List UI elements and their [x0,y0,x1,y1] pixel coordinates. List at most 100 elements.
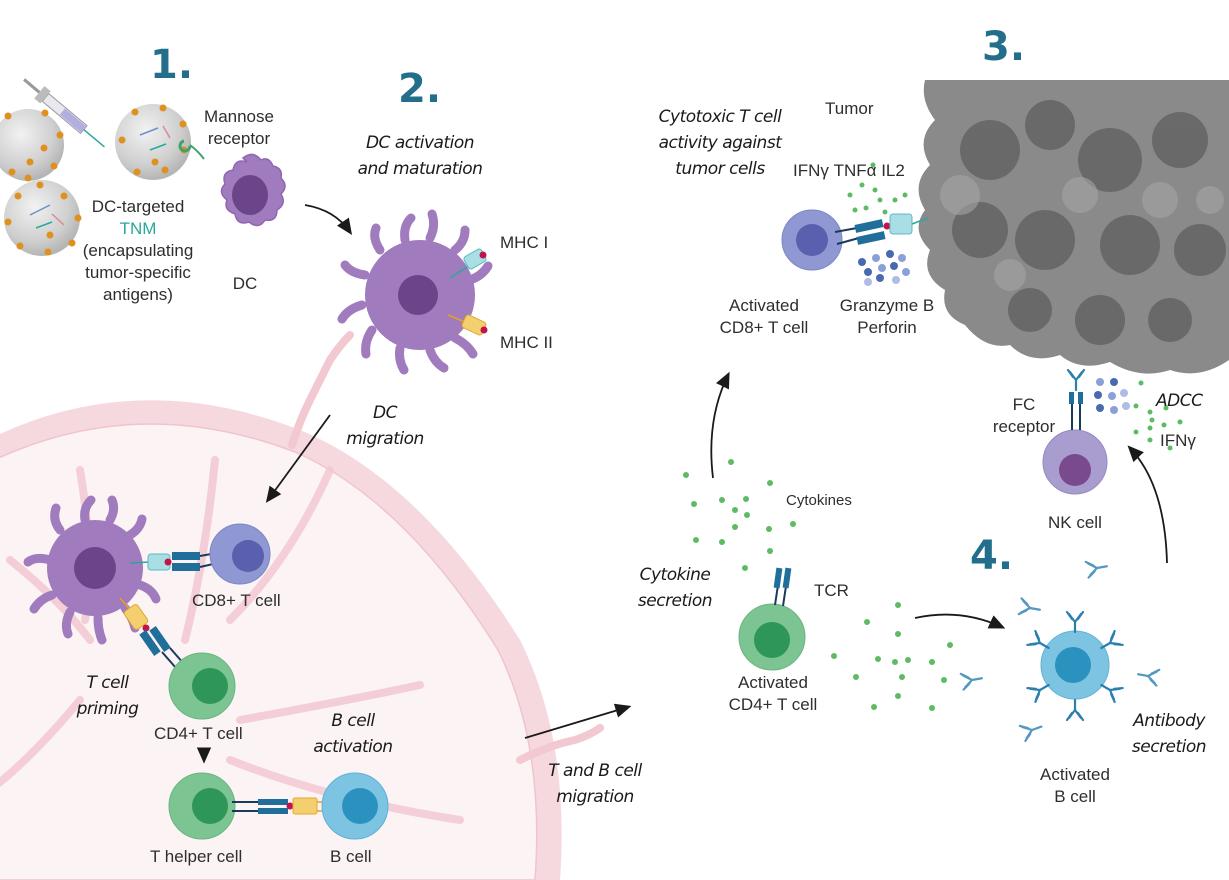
label-line: receptor [992,417,1056,436]
label-line: tumor-specific [85,263,191,282]
label-line: Granzyme B [839,296,935,315]
label-line: Activated [1040,765,1110,784]
process-t-b-migration: T and B cell migration [540,758,650,810]
label-cytokines-cd8: IFNγ TNFα IL2 [793,161,905,180]
syringe-icon [23,78,105,148]
label-b-cell: B cell [330,847,372,866]
mhc-ii-icon [119,597,185,669]
label-line: Antibody [1133,711,1205,731]
label-line: priming [76,699,139,719]
mhc-i-icon [449,248,487,279]
label-dc-targeted: DC-targeted [91,197,185,216]
label-line: secretion [1131,737,1207,757]
label-activated-cd4: Activated CD4+ T cell [718,672,828,716]
label-line: activation [313,737,393,757]
cytokine-dots [683,162,1183,711]
label-ifng: IFNγ [1160,431,1196,450]
process-cytokine-secretion: Cytokine secretion [630,562,720,614]
label-line: B cell [331,711,375,731]
label-activated-b-cell: Activated B cell [1025,764,1125,808]
step-number-3: 3. [982,24,1026,70]
tcr-icon [773,567,792,607]
nanoparticle-group [0,104,191,256]
label-tnm: DC-targeted TNM (encapsulating tumor-spe… [74,196,202,306]
label-line: Activated [729,296,799,315]
label-line: Activated [738,673,808,692]
granzyme-granules [858,250,910,286]
label-fc-receptor: FC receptor [984,394,1064,438]
b-cell [321,772,389,840]
label-activated-cd8: Activated CD8+ T cell [712,295,816,339]
label-cd4-t-cell: CD4+ T cell [154,724,243,743]
label-line: T cell [86,673,129,693]
dendritic-cell-mature [337,209,493,375]
cd8-t-cell [209,523,271,585]
step-number-4: 4. [970,533,1014,579]
arrow-tb-migration [524,703,632,739]
label-line: antigens) [103,285,173,304]
activated-cd4-t-cell [738,567,806,671]
process-cytotoxic-activity: Cytotoxic T cell activity against tumor … [650,104,790,182]
label-mannose-receptor: Mannose receptor [196,106,282,150]
label-line: Mannose [204,107,274,126]
label-line: Cytokine [639,565,711,585]
arrow-to-b-cell [914,613,1006,629]
label-line: and maturation [357,159,483,179]
process-t-cell-priming: T cell priming [70,670,145,722]
label-line: tumor cells [675,159,765,179]
label-granzyme-perforin: Granzyme B Perforin [832,295,942,339]
process-antibody-secretion: Antibody secretion [1124,708,1214,760]
dendritic-cell-immature [178,139,286,227]
label-tumor: Tumor [825,99,874,118]
activated-b-cell [1026,610,1124,722]
arrow-to-nk-cell [1127,445,1168,564]
label-cytokines: Cytokines [786,492,852,509]
nanoparticle [115,104,191,180]
arrow-cytokine-to-cd8 [710,371,730,479]
label-tnm-name: TNM [119,219,157,238]
label-line: (encapsulating [82,241,194,260]
label-line: Cytotoxic T cell [658,107,782,127]
flow-arrows [265,204,1168,739]
label-tcr: TCR [814,581,849,600]
label-line: DC [373,403,397,423]
label-line: CD4+ T cell [728,695,818,714]
label-line: CD8+ T cell [719,318,809,337]
arrow-dc-migration [265,414,331,503]
nanoparticle [0,109,64,182]
label-line: DC activation [365,133,475,153]
label-line: T and B cell [548,761,642,781]
label-line: activity against [658,133,782,153]
process-dc-migration: DC migration [340,400,430,452]
label-line: FC [1012,395,1036,414]
step-number-1: 1. [150,42,194,88]
label-line: migration [346,429,424,449]
cd4-t-cell [168,652,236,720]
label-line: receptor [207,129,271,148]
process-b-cell-activation: B cell activation [308,708,398,760]
process-adcc: ADCC [1156,391,1203,411]
label-mhc-i: MHC I [500,233,549,252]
label-cd8-t-cell: CD8+ T cell [192,591,281,610]
dendritic-cell-lymph-node [23,495,223,669]
tumor-mass [918,80,1229,374]
label-dc: DC [232,274,258,293]
nanoparticle [4,180,82,256]
mhc-ii-icon [447,314,488,336]
label-line: secretion [637,591,713,611]
arrow-dc-activation [304,204,353,235]
label-t-helper-cell: T helper cell [150,847,243,866]
label-nk-cell: NK cell [1048,513,1102,532]
t-helper-cell [168,772,330,840]
label-line: B cell [1054,787,1096,806]
label-line: Perforin [857,318,917,337]
mhc-i-icon [129,551,223,571]
label-line: migration [556,787,634,807]
activated-cd8-t-cell [781,209,929,286]
label-mhc-ii: MHC II [500,333,553,352]
process-dc-activation: DC activation and maturation [340,130,500,182]
nk-cell [1042,368,1130,495]
adcc-granules [1094,378,1130,414]
step-number-2: 2. [398,66,442,112]
